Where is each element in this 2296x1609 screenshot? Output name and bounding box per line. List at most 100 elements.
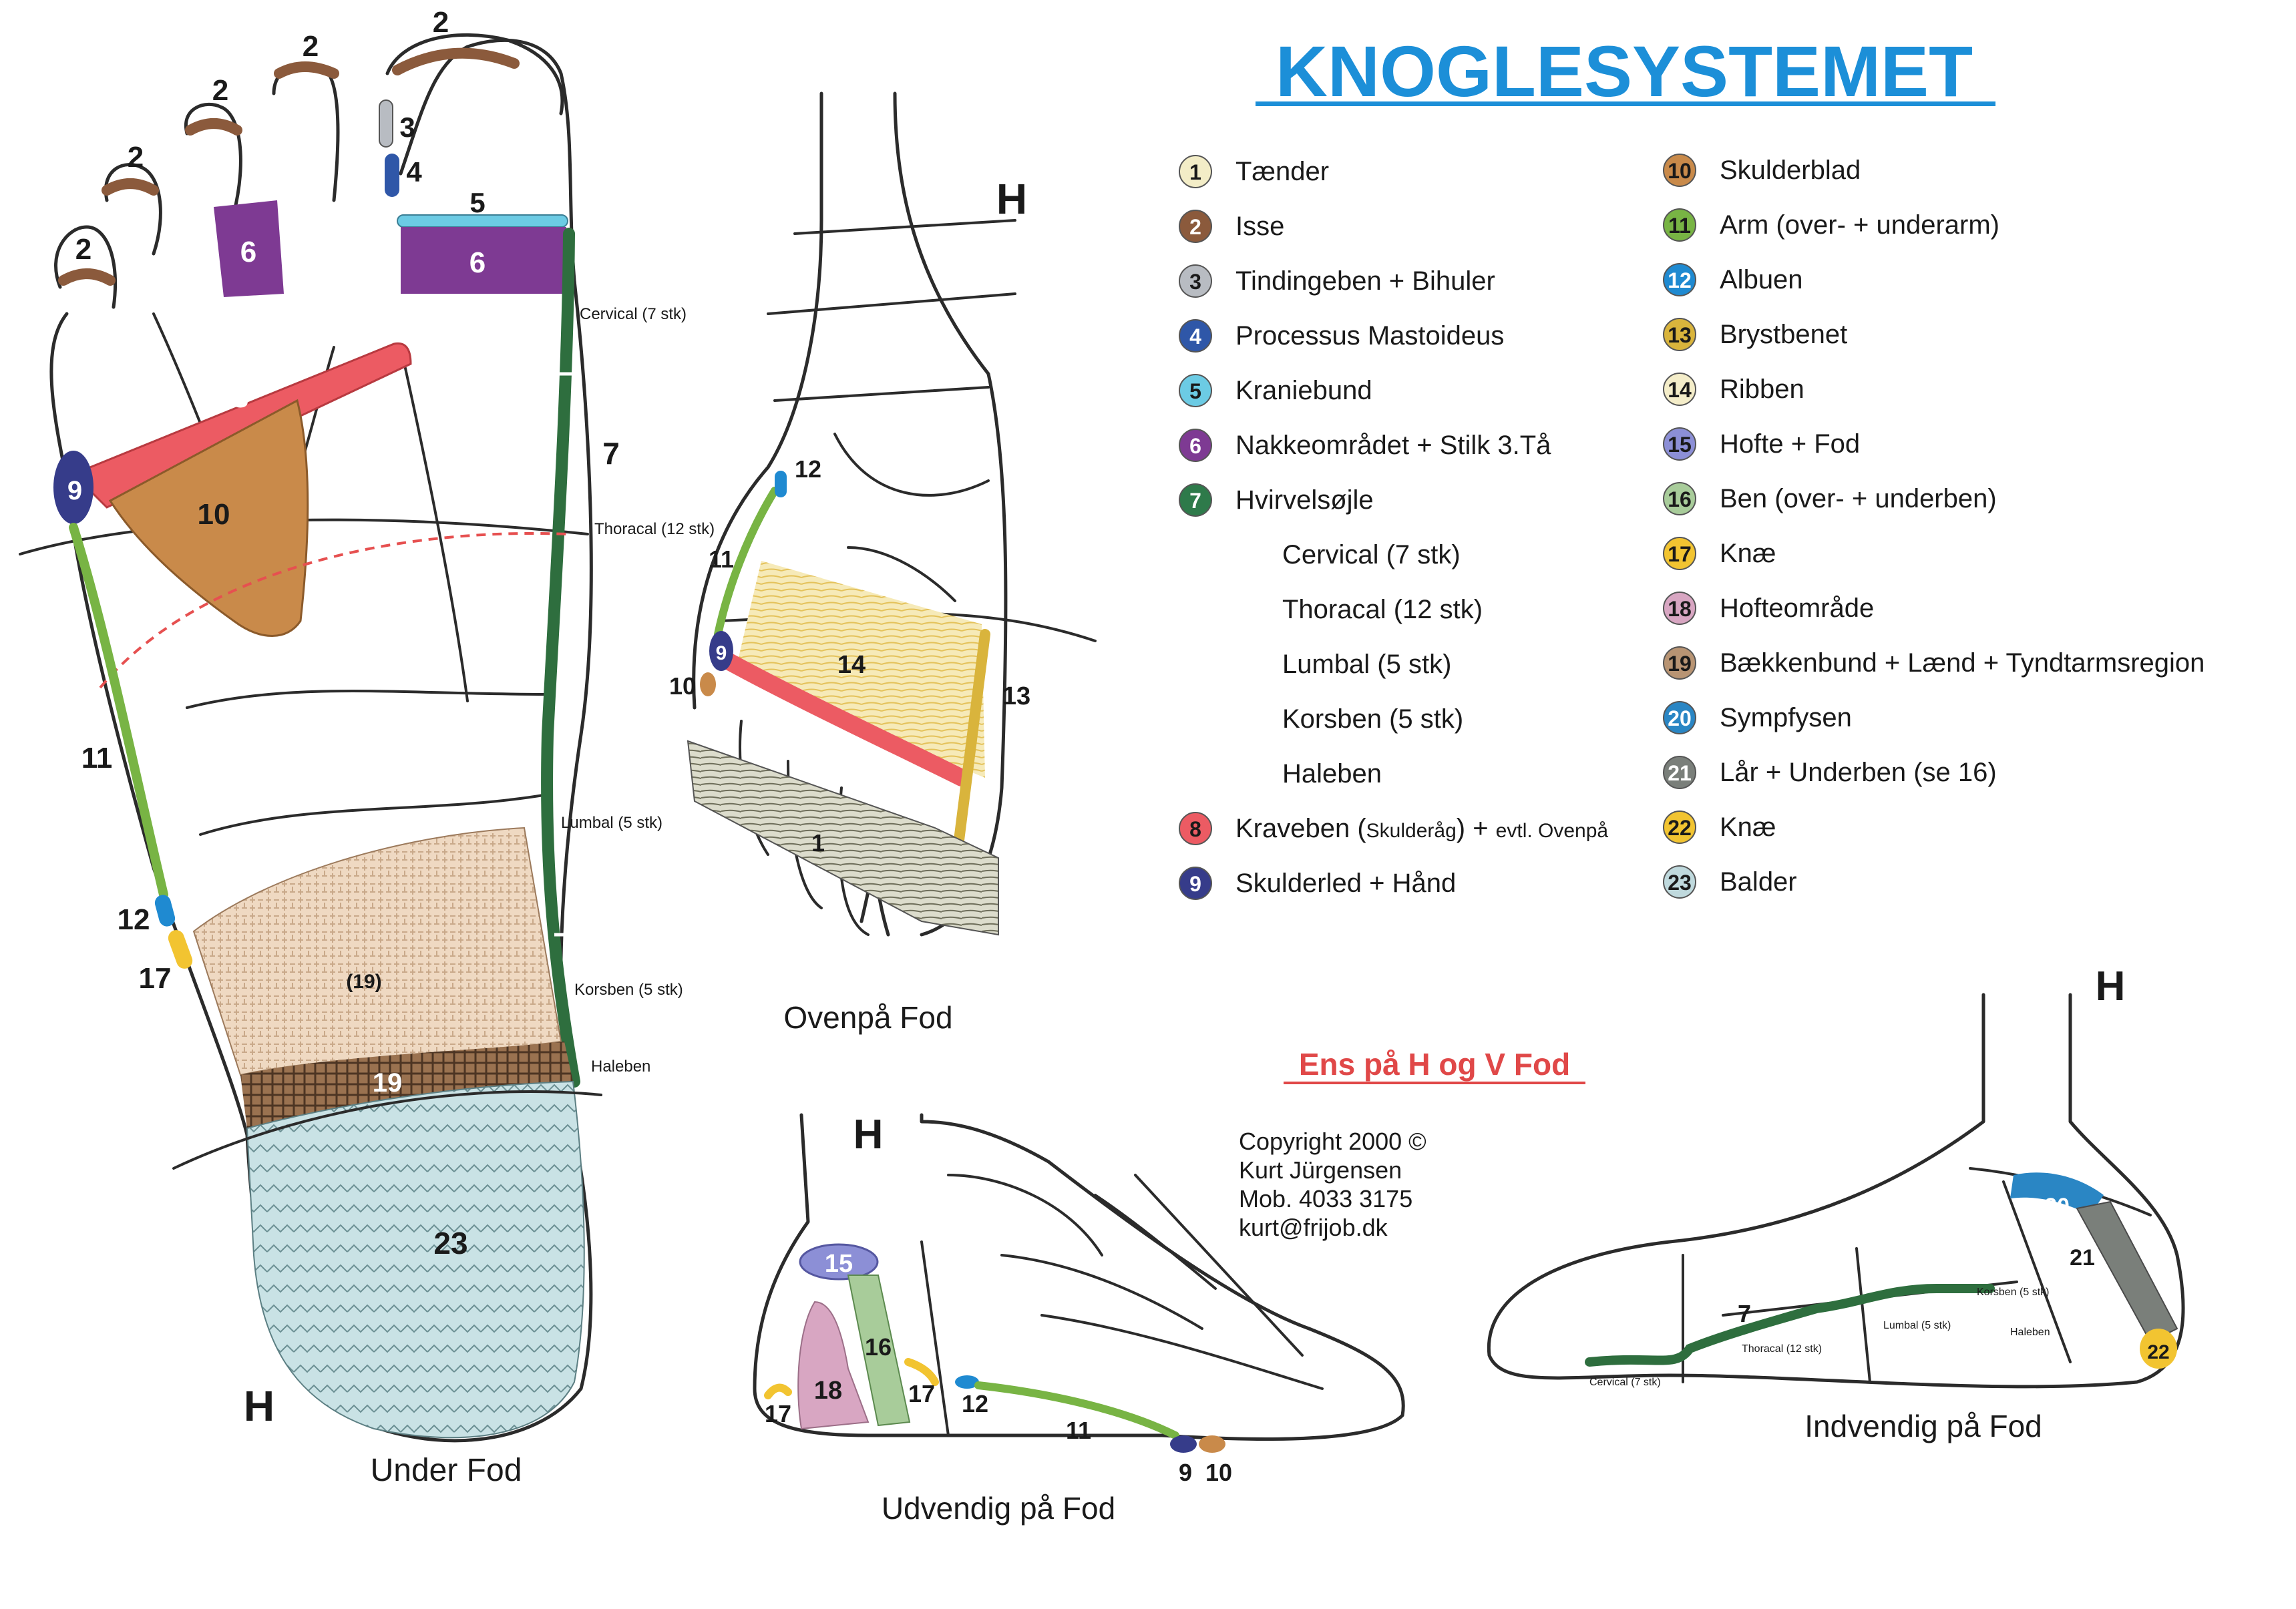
legend-number: 21 — [1668, 761, 1692, 785]
legend-number: 8 — [1189, 817, 1201, 841]
legend-label: Hofteområde — [1720, 594, 1874, 623]
label-17-outer-a: 17 — [765, 1400, 791, 1427]
legend-part: Kraveben ( — [1235, 814, 1366, 843]
label-7-inner: 7 — [1738, 1300, 1751, 1327]
zone-3 — [379, 99, 393, 148]
zone-11 — [69, 523, 168, 899]
zone-10 — [108, 399, 309, 637]
legend-item: Lumbal (5 stk) — [1282, 650, 1451, 679]
legend-label: Skulderblad — [1720, 156, 1861, 185]
legend-label: Lår + Underben (se 16) — [1720, 758, 1997, 787]
legend-label: Knæ — [1720, 539, 1776, 568]
dashed-line — [99, 531, 568, 689]
same-both-feet-note: Ens på H og V Fod — [1299, 1047, 1570, 1082]
legend-number: 16 — [1668, 487, 1692, 511]
sole-outline — [49, 38, 593, 1443]
heel-line — [172, 1090, 602, 1170]
zone-6-small — [214, 200, 284, 297]
legend-badge — [1179, 812, 1212, 845]
zone-9-outer — [1170, 1435, 1197, 1453]
toe-3 — [184, 102, 242, 216]
zone-2-toe5 — [58, 268, 116, 286]
legend-badge — [1663, 208, 1696, 242]
label-15: 15 — [825, 1250, 853, 1278]
inner-haleben: Haleben — [2010, 1327, 2050, 1338]
label-17-outer-b: 17 — [908, 1380, 935, 1407]
outer-bones — [920, 1174, 1324, 1437]
zone-8 — [71, 342, 412, 509]
label-3: 3 — [399, 111, 415, 143]
legend-label: Arm (over- + underarm) — [1720, 210, 1999, 240]
legend-badge — [1179, 429, 1212, 462]
copyright-line2: Kurt Jürgensen — [1239, 1156, 1402, 1184]
inner-korsben: Korsben (5 stk) — [1977, 1287, 2049, 1298]
toe-5 — [54, 225, 118, 309]
label-12: 12 — [118, 903, 150, 936]
legend-label: Skulderled + Hånd — [1235, 869, 1456, 898]
toe-4 — [104, 163, 162, 256]
label-23: 23 — [433, 1226, 467, 1260]
legend-badge — [1663, 482, 1696, 515]
label-1: 1 — [811, 829, 825, 857]
label-9-top: 9 — [716, 642, 727, 664]
legend-number: 17 — [1668, 542, 1692, 566]
legend-number: 15 — [1668, 433, 1692, 457]
legend-label: Nakkeområdet + Stilk 3.Tå — [1235, 431, 1551, 460]
legend-label: Bækkenbund + Lænd + Tyndtarmsregion — [1720, 648, 2205, 678]
inner-outline — [1487, 993, 2185, 1389]
legend-badge — [1179, 264, 1212, 298]
legend-number: 7 — [1189, 489, 1201, 513]
legend-badge — [1179, 319, 1212, 353]
label-cervical: Cervical (7 stk) — [580, 305, 687, 323]
label-korsben: Korsben (5 stk) — [574, 981, 683, 999]
inner-caption: Indvendig på Fod — [1804, 1409, 2042, 1443]
zone-14 — [735, 561, 985, 778]
legend-item: Thoracal (12 stk) — [1282, 595, 1483, 624]
label-2c: 2 — [212, 74, 228, 107]
label-5: 5 — [469, 187, 485, 218]
legend-number: 19 — [1668, 652, 1692, 676]
label-2a: 2 — [75, 233, 91, 266]
label-11-top: 11 — [709, 545, 734, 573]
legend-badge — [1663, 373, 1696, 406]
zone-12-outer — [955, 1375, 979, 1389]
legend-label: Balder — [1720, 867, 1797, 897]
label-6-big: 6 — [469, 246, 486, 279]
legend-part: Skulderåg — [1366, 820, 1457, 842]
label-7: 7 — [602, 436, 620, 471]
legend-item: 19 Bækkenbund + Lænd + Tyndtarmsregion — [1663, 646, 2205, 680]
legend-label: Brystbenet — [1720, 320, 1847, 349]
zone-2-toe2 — [274, 61, 339, 79]
zone-9 — [53, 451, 93, 524]
label-16: 16 — [865, 1333, 892, 1361]
zone-1 — [687, 740, 999, 936]
zone-11-outer — [974, 1381, 1179, 1439]
zone-2-toe4 — [102, 178, 159, 196]
inner-cervical: Cervical (7 stk) — [1589, 1377, 1661, 1388]
inner-lumbal: Lumbal (5 stk) — [1883, 1320, 1951, 1331]
copyright-line3: Mob. 4033 3175 — [1239, 1185, 1412, 1212]
legend-badge — [1663, 865, 1696, 899]
zone-23 — [246, 1080, 585, 1439]
copyright-line1: Copyright 2000 © — [1239, 1128, 1426, 1155]
legend-sublabel: Cervical (7 stk) — [1282, 540, 1461, 569]
legend-label: Isse — [1235, 212, 1284, 241]
outer-outline — [753, 1113, 1405, 1441]
legend-label: Tænder — [1235, 157, 1329, 186]
label-10-outer: 10 — [1205, 1459, 1232, 1486]
legend-item: 21 Lår + Underben (se 16) — [1663, 756, 1997, 789]
legend-number: 2 — [1189, 215, 1201, 239]
label-12-outer: 12 — [962, 1390, 988, 1417]
inner-thoracal: Thoracal (12 stk) — [1742, 1343, 1822, 1355]
legend-badge — [1663, 756, 1696, 789]
zone-22 — [2140, 1329, 2177, 1369]
